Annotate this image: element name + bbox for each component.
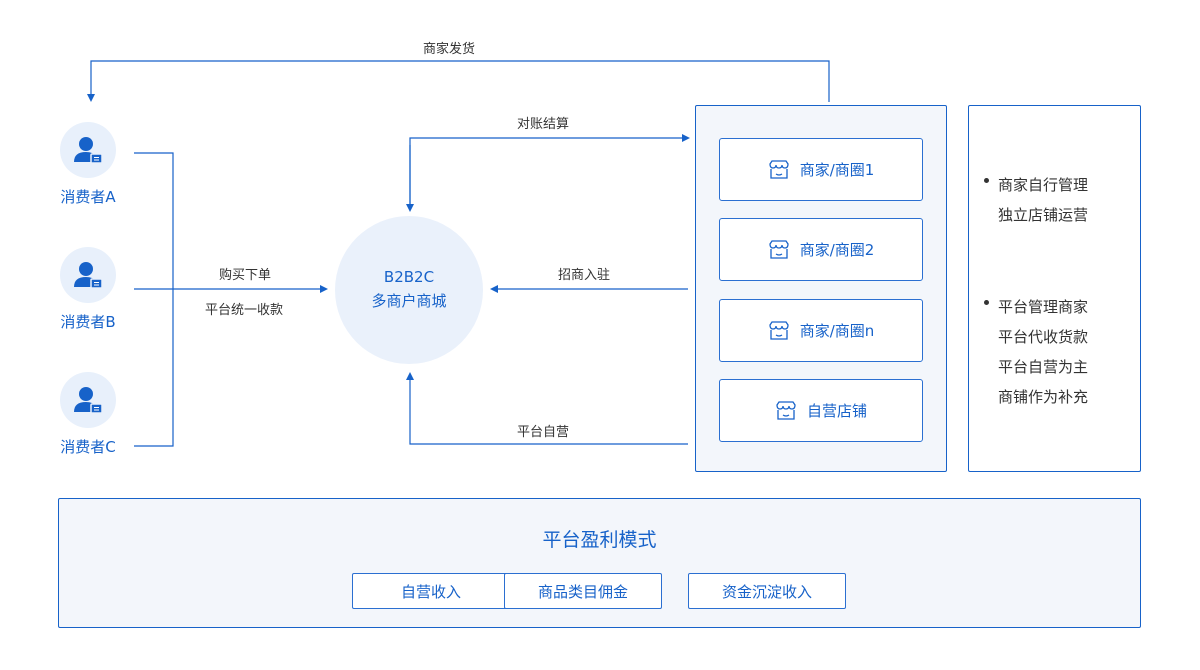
consumer-label: 消费者B [60,313,116,331]
merchant-label: 商家/商圈n [799,322,875,340]
merchant-ship-arrow [87,60,830,102]
description-group-2: 平台管理商家 平台代收货款 平台自营为主 商铺作为补充 [984,292,1089,412]
consumer-label: 消费者A [60,188,116,206]
self-operated-arrow [406,372,688,445]
description-line: 商家自行管理 [998,176,1089,194]
user-icon [60,372,116,428]
consumer-c: 消费者C [48,372,128,457]
consumer-label: 消费者C [60,438,116,456]
user-icon [60,122,116,178]
merchant-card: 自营店铺 [719,379,923,442]
payment-label: 平台统一收款 [205,303,284,318]
recruit-label: 招商入驻 [558,268,611,283]
user-icon [60,247,116,303]
profit-item: 商品类目佣金 [504,573,662,609]
settlement-label: 对账结算 [517,117,570,132]
description-line: 平台代收货款 [998,328,1089,346]
hub-subtitle: 多商户商城 [371,292,447,310]
merchant-label: 商家/商圈2 [799,241,875,259]
shop-icon [769,320,789,340]
merchant-ship-label: 商家发货 [423,42,476,57]
consumer-a: 消费者A [48,122,128,207]
description-group-1: 商家自行管理 独立店铺运营 [984,170,1089,230]
b2b2c-hub: B2B2C 多商户商城 [335,216,483,364]
merchant-panel: 商家/商圈1 商家/商圈2 商家/商圈n 自营店铺 [695,105,947,472]
consumer-b: 消费者B [48,247,128,332]
bullet-dot [984,300,989,305]
hub-title: B2B2C [383,268,435,286]
description-line: 商铺作为补充 [998,388,1089,406]
profit-title: 平台盈利模式 [542,529,657,551]
self-operated-label: 平台自营 [517,425,570,440]
merchant-label: 商家/商圈1 [799,161,875,179]
settlement-arrow [409,134,690,207]
merchant-card: 商家/商圈1 [719,138,923,201]
merchant-card: 商家/商圈2 [719,218,923,281]
merchant-card: 商家/商圈n [719,299,923,362]
description-line: 独立店铺运营 [998,206,1089,224]
consumer-bracket [134,152,174,447]
merchant-label: 自营店铺 [806,402,867,420]
description-panel: 商家自行管理 独立店铺运营 平台管理商家 平台代收货款 平台自营为主 商铺作为补… [968,105,1141,472]
description-line: 平台自营为主 [998,358,1089,376]
bullet-dot [984,178,989,183]
profit-item: 自营收入 [352,573,510,609]
profit-model-panel: 平台盈利模式 自营收入 商品类目佣金 资金沉淀收入 [58,498,1141,628]
shop-icon [776,400,796,420]
description-line: 平台管理商家 [998,298,1089,316]
order-label: 购买下单 [219,268,272,283]
shop-icon [769,159,789,179]
shop-icon [769,239,789,259]
profit-item: 资金沉淀收入 [688,573,846,609]
